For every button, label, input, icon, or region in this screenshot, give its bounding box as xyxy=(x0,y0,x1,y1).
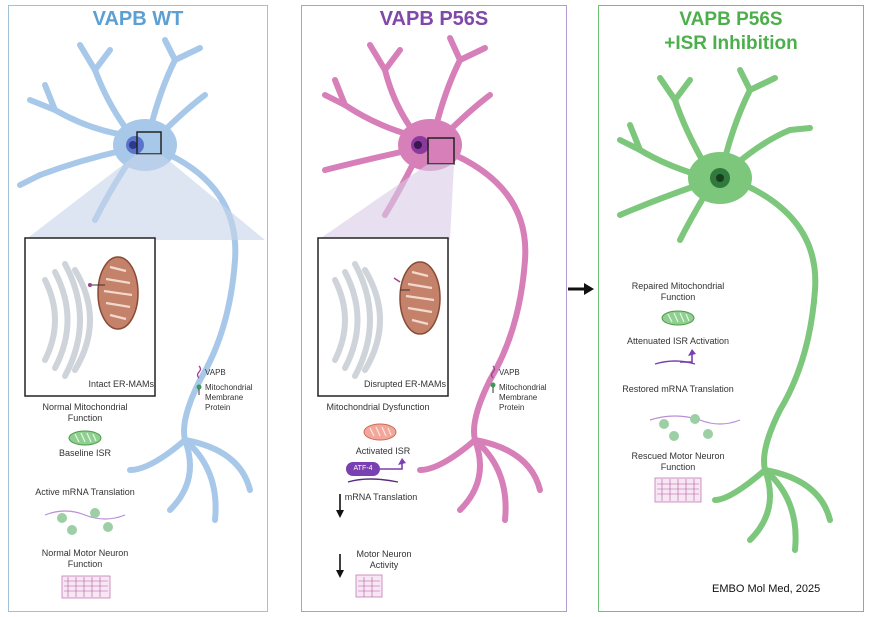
arrow-to-rescue xyxy=(568,283,594,295)
wt-pictograms xyxy=(44,430,126,599)
label-rescue-mito-function: Repaired Mitochondrial Function xyxy=(631,281,725,302)
label-wt-mito-function: Normal Mitochondrial Function xyxy=(42,402,128,423)
label-rescue-translation: Restored mRNA Translation xyxy=(622,384,734,394)
citation: EMBO Mol Med, 2025 xyxy=(712,583,821,595)
label-wt-translation: Active mRNA Translation xyxy=(35,487,135,497)
atf4-badge: ATF-4 xyxy=(353,465,373,472)
legend-wt-mito-protein: Mitochondrial Membrane Protein xyxy=(205,383,253,412)
panel-title-rescue-line2: +ISR Inhibition xyxy=(664,33,798,54)
inset-label-wt: Intact ER-MAMs xyxy=(88,379,154,389)
neuron-rescue xyxy=(617,67,833,553)
panel-title-rescue: VAPB P56S +ISR Inhibition xyxy=(598,8,864,56)
legend-p56s-mito-protein: Mitochondrial Membrane Protein xyxy=(499,383,547,412)
label-rescue-motor: Rescued Motor Neuron Function xyxy=(631,451,725,472)
label-p56s-mito-function: Mitochondrial Dysfunction xyxy=(326,402,430,412)
panel-title-rescue-line1: VAPB P56S xyxy=(679,9,783,30)
label-p56s-translation: mRNA Translation xyxy=(344,492,418,502)
inset-label-p56s: Disrupted ER-MAMs xyxy=(363,379,446,389)
legend-wt-vapb: VAPB xyxy=(205,368,226,377)
label-p56s-isr: Activated ISR xyxy=(355,446,411,456)
label-rescue-isr: Attenuated ISR Activation xyxy=(626,336,730,346)
legend-icons xyxy=(196,365,496,395)
panel-vapb-p56s-isr-inhibition xyxy=(598,5,864,612)
p56s-pictograms xyxy=(336,423,406,598)
neuron-p56s xyxy=(317,35,543,523)
neuron-wt xyxy=(17,37,265,523)
legend-p56s-vapb: VAPB xyxy=(499,368,520,377)
label-p56s-motor: Motor Neuron Activity xyxy=(356,549,412,570)
label-wt-motor: Normal Motor Neuron Function xyxy=(41,548,129,569)
rescue-pictograms xyxy=(649,310,741,503)
label-wt-isr: Baseline ISR xyxy=(58,448,112,458)
panel-title-p56s: VAPB P56S xyxy=(379,8,489,30)
panel-title-wt: VAPB WT xyxy=(92,8,184,30)
